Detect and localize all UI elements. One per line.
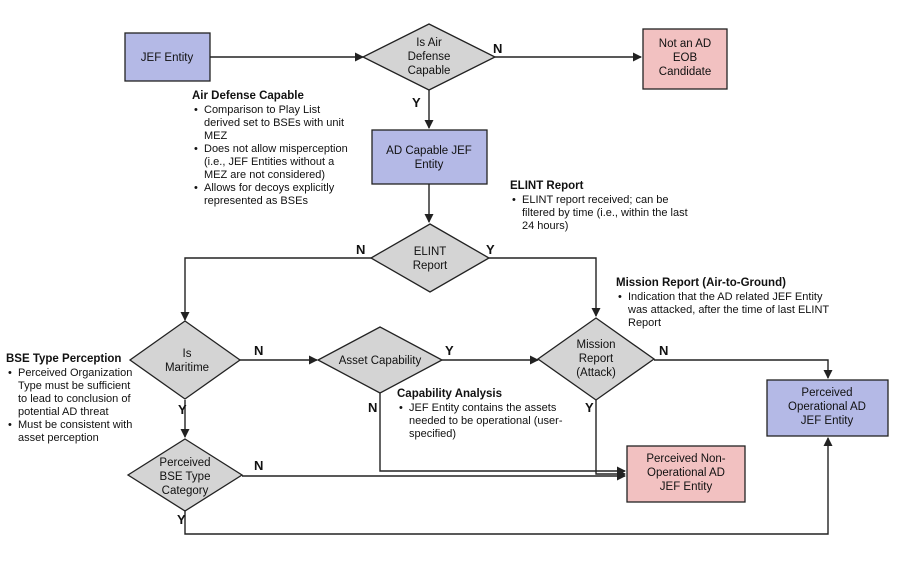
connectors <box>180 52 833 535</box>
decision-is-maritime: Is Maritime <box>128 320 242 400</box>
air-defense-line-2: Defense <box>408 51 451 63</box>
node-not-ad-eob: Not an AD EOB Candidate <box>642 28 728 90</box>
note-air-defense-item: Does not allow misperception (i.e., JEF … <box>194 143 352 182</box>
edge-label-elint-n: N <box>356 242 365 257</box>
note-air-defense-title: Air Defense Capable <box>192 90 304 102</box>
edge-mission-n-to-operational <box>654 359 833 379</box>
maritime-line-2: Maritime <box>165 362 209 374</box>
edge-label-elint-y: Y <box>486 242 495 257</box>
note-bse-type-title: BSE Type Perception <box>6 353 122 365</box>
note-elint-title: ELINT Report <box>510 180 584 192</box>
note-elint-item: ELINT report received; can be filtered b… <box>512 194 690 233</box>
edge-label-asset-n: N <box>368 400 377 415</box>
note-air-defense-capable: Air Defense Capable Comparison to Play L… <box>192 90 352 208</box>
decision-air-defense-capable: Is Air Defense Capable <box>361 23 497 91</box>
perceived-non-operational-line-3: JEF Entity <box>660 481 713 493</box>
edge-label-asset-y: Y <box>445 343 454 358</box>
elint-line-2: Report <box>413 260 448 272</box>
bse-type-line-2: BSE Type <box>160 471 211 483</box>
edge-labels: N Y N Y N Y Y N N Y N Y <box>177 41 668 527</box>
node-ad-capable-jef: AD Capable JEF Entity <box>371 129 488 185</box>
node-jef-entity: JEF Entity <box>124 32 211 82</box>
decision-elint-report: ELINT Report <box>369 223 491 293</box>
edge-label-bse-y: Y <box>177 512 186 527</box>
asset-capability-diamond <box>316 326 444 394</box>
note-mission-title: Mission Report (Air-to-Ground) <box>616 277 786 289</box>
note-air-defense-item: Comparison to Play List derived set to B… <box>194 104 352 143</box>
edge-asset-n-to-nonop <box>379 392 626 476</box>
edge-label-mission-n: N <box>659 343 668 358</box>
node-perceived-operational: Perceived Operational AD JEF Entity <box>766 379 889 437</box>
note-capability-title: Capability Analysis <box>397 388 503 400</box>
node-perceived-non-operational: Perceived Non- Operational AD JEF Entity <box>626 445 746 503</box>
edge-mission-y-to-nonop <box>595 400 626 479</box>
mission-report-line-1: Mission <box>577 339 616 351</box>
not-ad-eob-box <box>642 28 728 90</box>
perceived-non-operational-line-1: Perceived Non- <box>646 453 725 465</box>
bse-type-line-1: Perceived <box>159 457 210 469</box>
perceived-operational-box <box>766 379 889 437</box>
note-mission-report: Mission Report (Air-to-Ground) Indicatio… <box>616 277 831 330</box>
asset-capability-label: Asset Capability <box>339 355 422 367</box>
perceived-non-operational-line-2: Operational AD <box>647 467 725 479</box>
note-bse-type-item: Perceived Organization Type must be suff… <box>8 367 134 419</box>
perceived-operational-line-2: Operational AD <box>788 401 866 413</box>
decision-bse-type-category: Perceived BSE Type Category <box>126 438 244 512</box>
perceived-operational-line-1: Perceived <box>801 387 852 399</box>
ad-capable-jef-line-1: AD Capable JEF <box>386 145 472 157</box>
air-defense-line-1: Is Air <box>416 37 442 49</box>
note-air-defense-item: Allows for decoys explicitly represented… <box>194 182 352 208</box>
ad-capable-jef-box <box>371 129 488 185</box>
maritime-diamond <box>128 320 242 400</box>
note-bse-type-list: Perceived Organization Type must be suff… <box>6 367 134 445</box>
decision-asset-capability: Asset Capability <box>316 326 444 394</box>
elint-diamond <box>369 223 491 293</box>
air-defense-diamond <box>361 23 497 91</box>
note-air-defense-list: Comparison to Play List derived set to B… <box>192 104 352 208</box>
note-mission-list: Indication that the AD related JEF Entit… <box>616 291 831 330</box>
edge-bse-y-to-operational <box>184 437 833 535</box>
elint-line-1: ELINT <box>414 246 447 258</box>
mission-report-line-3: (Attack) <box>576 367 616 379</box>
mission-report-line-2: Report <box>579 353 614 365</box>
perceived-operational-line-3: JEF Entity <box>801 415 854 427</box>
ad-capable-jef-line-2: Entity <box>415 159 444 171</box>
jef-entity-box <box>124 32 211 82</box>
perceived-non-operational-box <box>626 445 746 503</box>
edge-label-maritime-n: N <box>254 343 263 358</box>
note-elint-list: ELINT report received; can be filtered b… <box>510 194 690 233</box>
edge-label-mission-y: Y <box>585 400 594 415</box>
note-capability-list: JEF Entity contains the assets needed to… <box>397 402 577 441</box>
edge-elint-n-to-maritime <box>180 257 371 321</box>
edge-label-bse-n: N <box>254 458 263 473</box>
not-ad-eob-line-3: Candidate <box>659 66 711 78</box>
note-elint-report: ELINT Report ELINT report received; can … <box>510 180 690 233</box>
decision-mission-report: Mission Report (Attack) <box>536 317 656 401</box>
note-capability-item: JEF Entity contains the assets needed to… <box>399 402 577 441</box>
bse-type-diamond <box>126 438 244 512</box>
edge-label-air-n: N <box>493 41 502 56</box>
note-capability-analysis: Capability Analysis JEF Entity contains … <box>397 388 577 441</box>
mission-report-diamond <box>536 317 656 401</box>
bse-type-line-3: Category <box>162 485 209 497</box>
edge-label-maritime-y: Y <box>178 402 187 417</box>
not-ad-eob-line-1: Not an AD <box>659 38 711 50</box>
edge-label-air-y: Y <box>412 95 421 110</box>
air-defense-line-3: Capable <box>408 65 451 77</box>
jef-entity-label: JEF Entity <box>141 52 194 64</box>
note-bse-type-perception: BSE Type Perception Perceived Organizati… <box>6 353 134 445</box>
note-bse-type-item: Must be consistent with asset perception <box>8 419 134 445</box>
note-mission-item: Indication that the AD related JEF Entit… <box>618 291 831 330</box>
edge-elint-y-to-mission <box>489 257 601 317</box>
not-ad-eob-line-2: EOB <box>673 52 698 64</box>
maritime-line-1: Is <box>183 348 192 360</box>
